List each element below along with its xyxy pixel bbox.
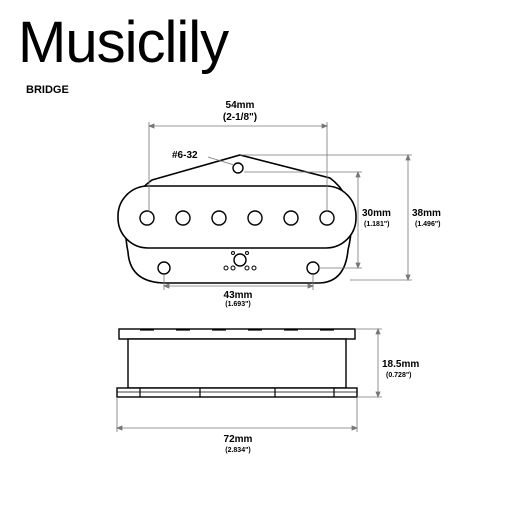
side-height-inch-label: (0.728") [386, 372, 412, 379]
coil-wind [127, 338, 347, 389]
base-width-inch-label: (2.834") [225, 447, 251, 454]
base-tabs [139, 388, 335, 397]
solder-point [223, 265, 229, 271]
pole-piece [247, 210, 263, 226]
height-total-inch-label: (1.496") [415, 221, 441, 228]
solder-point [230, 265, 236, 271]
dimension-mount-spacing [162, 274, 315, 290]
top-flatwork [118, 328, 356, 340]
dimension-side-height [355, 327, 382, 399]
solder-point [231, 251, 235, 255]
ground-lug [233, 253, 247, 267]
side-height-label: 18.5mm [382, 359, 419, 370]
screw-size-label: #6-32 [172, 150, 198, 161]
pole-piece [319, 210, 335, 226]
dimension-height-coil [244, 170, 362, 270]
solder-point [251, 265, 257, 271]
mount-spacing-inch-label: (1.693") [225, 301, 251, 308]
pole-piece [139, 210, 155, 226]
base-width-label: 72mm [224, 434, 253, 445]
solder-point [244, 265, 250, 271]
mount-spacing-label: 43mm [224, 290, 253, 301]
height-total-label: 38mm [412, 208, 441, 219]
pole-pieces [139, 210, 335, 226]
height-coil-inch-label: (1.181") [364, 221, 390, 228]
side-view [115, 327, 382, 432]
mounting-hole-right [306, 261, 320, 275]
bobbin-outline [117, 185, 357, 249]
solder-point [245, 251, 249, 255]
pole-piece [175, 210, 191, 226]
dimension-width-total [147, 122, 329, 212]
brand-title: Musiclily [18, 10, 229, 75]
mounting-hole-left [157, 261, 171, 275]
screw-leader [207, 156, 235, 166]
dimension-base-width [115, 397, 359, 432]
width-total-inch-label: (2-1/8") [223, 112, 257, 123]
height-screw-hole [232, 162, 244, 174]
pole-piece [211, 210, 227, 226]
width-total-label: 54mm [226, 100, 255, 111]
pickup-position-label: BRIDGE [26, 84, 69, 96]
top-view [117, 122, 412, 290]
pole-piece [283, 210, 299, 226]
base-plate-side [116, 387, 358, 398]
dimension-height-total [240, 153, 412, 282]
height-coil-label: 30mm [362, 208, 391, 219]
